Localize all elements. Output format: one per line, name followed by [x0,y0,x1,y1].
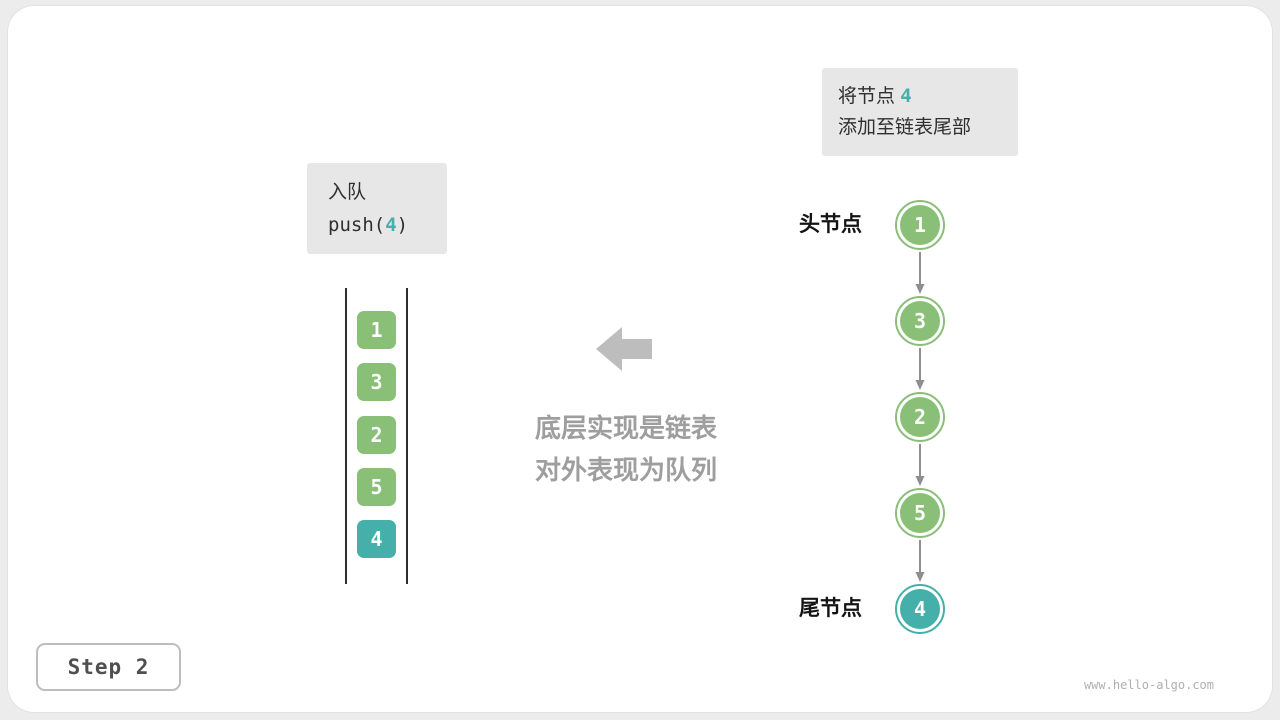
tail-node-label: 尾节点 [799,597,862,620]
operation-code-suffix: ) [396,214,409,236]
down-arrow-icon [915,252,925,294]
queue-stack: 1 3 2 5 4 [345,288,408,584]
caption-line2: 对外表现为队列 [534,455,717,485]
annotation-line1: 将节点 4 [838,81,1002,112]
queue-cell-3: 2 [357,416,396,454]
annotation-line2: 添加至链表尾部 [838,117,972,138]
queue-cell-5-new: 4 [357,520,396,558]
operation-code-value: 4 [385,214,397,236]
left-arrow-icon [596,327,652,371]
step-badge: Step 2 [36,643,181,691]
list-node-2-value: 3 [900,301,940,341]
list-node-4-value: 5 [900,493,940,533]
list-node-2: 3 [895,296,945,346]
list-node-3-value: 2 [900,397,940,437]
head-node-label: 头节点 [799,213,862,236]
list-node-1-value: 1 [900,205,940,245]
annotation-box: 将节点 4 添加至链表尾部 [822,68,1018,156]
annotation-line1-text: 将节点 [838,86,901,107]
operation-box: 入队 push(4) [307,163,447,254]
stack-right-rail [406,288,408,584]
stack-left-rail [345,288,347,584]
watermark: www.hello-algo.com [1083,678,1214,692]
annotation-value: 4 [900,85,912,107]
list-node-3: 2 [895,392,945,442]
queue-cell-1: 1 [357,311,396,349]
list-node-5-value: 4 [900,589,940,629]
list-node-5-new: 4 [895,584,945,634]
queue-cell-4: 5 [357,468,396,506]
queue-cell-2: 3 [357,363,396,401]
caption-line1: 底层实现是链表 [534,413,717,443]
down-arrow-icon [915,540,925,582]
down-arrow-icon [915,348,925,390]
operation-title: 入队 [328,182,367,203]
operation-code: push(4) [328,209,447,242]
operation-code-prefix: push( [328,214,386,236]
list-node-4: 5 [895,488,945,538]
center-caption: 底层实现是链表 对外表现为队列 [466,407,786,491]
down-arrow-icon [915,444,925,486]
list-node-1: 1 [895,200,945,250]
